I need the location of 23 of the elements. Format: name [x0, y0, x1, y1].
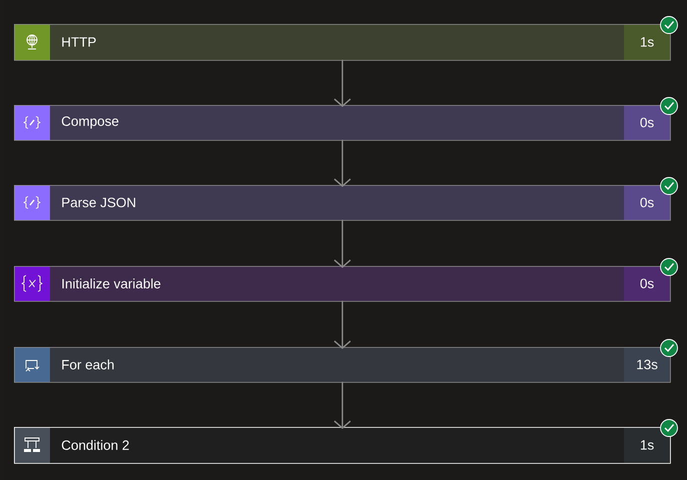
node-label: 0s	[640, 198, 654, 208]
action-card: For each 13s	[14, 347, 671, 383]
node-label: Initialize variable	[62, 278, 160, 288]
arrow	[334, 300, 351, 349]
node-label: 1s	[640, 37, 654, 47]
node-label: Compose	[62, 116, 118, 129]
node-label: 1s	[640, 440, 654, 450]
arrow	[334, 382, 351, 429]
action-card: Compose 0s	[14, 105, 671, 141]
node-label: 13s	[637, 360, 658, 370]
action-card: Condition 2 1s	[14, 427, 671, 464]
node-label: Parse JSON	[62, 198, 136, 208]
node-label: 0s	[640, 278, 654, 288]
node-label: Condition 2	[62, 440, 129, 450]
node-label: For each	[62, 360, 114, 370]
action-card: HTTP 1s	[14, 24, 671, 61]
arrow	[334, 140, 351, 187]
node-label: 0s	[640, 118, 654, 128]
arrow	[334, 60, 351, 107]
action-card: Parse JSON 0s	[14, 185, 671, 221]
arrow	[334, 220, 351, 268]
node-label: HTTP	[62, 37, 96, 47]
action-card: Initialize variable 0s	[14, 266, 671, 302]
